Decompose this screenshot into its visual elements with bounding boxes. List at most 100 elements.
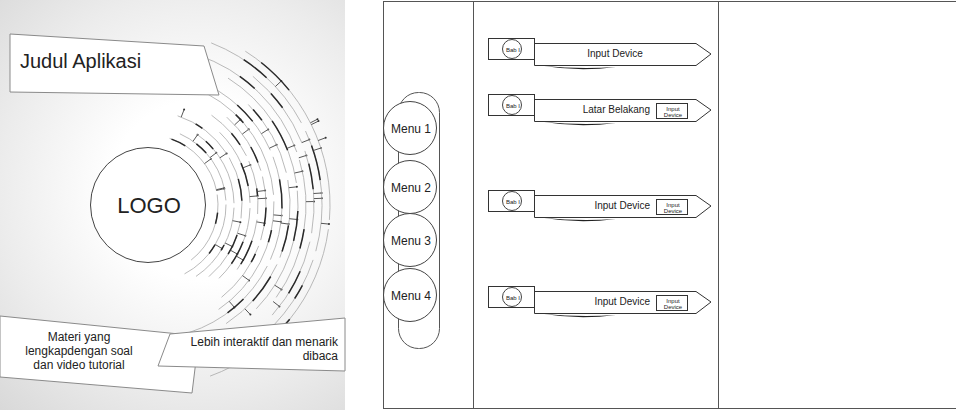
node-label: Bab I: [506, 103, 520, 110]
circuit-trace: [172, 139, 186, 146]
circuit-arc: [280, 180, 290, 258]
banner-tab: [489, 287, 535, 308]
sub-topic-tag: Input Device: [656, 103, 688, 119]
text-holder: Input Device: [657, 104, 689, 120]
banner-shadow: [544, 314, 616, 317]
circuit-trace: [312, 146, 321, 181]
circuit-arc: [306, 131, 323, 251]
text-holder: Input Device: [657, 200, 689, 216]
sidebar-divider: [473, 2, 474, 409]
text-holder: Lebih interaktif dan menarik dibaca: [188, 334, 338, 364]
circuit-arc: [256, 191, 298, 309]
circuit-link: [236, 256, 243, 260]
banner-arrow: [535, 44, 712, 66]
circuit-arc: [197, 55, 297, 152]
circuit-arc: [211, 43, 301, 123]
circuit-dot: [296, 186, 298, 188]
banner-tab: [489, 39, 535, 60]
circuit-dot: [249, 314, 251, 316]
node-label: Menu 3: [391, 234, 431, 248]
circuit-trace: [309, 164, 313, 190]
menu-button: Menu 4: [383, 268, 437, 322]
circuit-link: [216, 188, 224, 190]
banner-tab: [489, 191, 535, 212]
banner-arrow: [535, 100, 712, 122]
text-holder: Input Device: [657, 296, 689, 312]
feature-band: Lebih interaktif dan menarik dibaca: [158, 318, 345, 372]
circuit-link: [314, 198, 322, 199]
circuit-dot: [317, 118, 319, 120]
circuit-link: [257, 191, 265, 192]
circuit-trace: [237, 105, 253, 121]
circuit-link: [302, 140, 310, 143]
circuit-link: [299, 155, 307, 157]
node-label: Input Device: [657, 298, 689, 311]
circuit-link: [242, 129, 248, 134]
chapter-banner: Input DeviceBab IInput Device: [488, 286, 712, 314]
circuit-link: [314, 193, 322, 195]
chapter-badge: Bab I: [502, 191, 522, 211]
node-label: Bab I: [506, 47, 520, 54]
circuit-link: [258, 198, 266, 199]
circuit-link: [238, 233, 246, 235]
text-holder: Menu 3: [384, 214, 438, 268]
node-label: Input Device: [594, 296, 650, 308]
node-label: Lebih interaktif dan menarik dibaca: [188, 335, 338, 363]
text-holder: Input Device: [538, 195, 650, 217]
circuit-trace: [282, 225, 288, 251]
circuit-link: [261, 129, 268, 133]
chapter-badge: Bab I: [502, 39, 522, 59]
circuit-trace: [300, 229, 304, 248]
node-label: Menu 4: [391, 289, 431, 303]
node-label: Input Device: [587, 48, 643, 60]
circuit-link: [313, 148, 321, 151]
circuit-dot: [318, 120, 320, 122]
circuit-arc: [237, 220, 257, 270]
band-outline: [10, 34, 219, 95]
chapter-badge: Bab I: [502, 95, 522, 115]
banner-shadow: [544, 66, 616, 69]
circuit-arc: [226, 264, 277, 323]
circuit-trace: [289, 271, 301, 293]
node-label: Latar Belakang: [583, 104, 650, 116]
circuit-arc: [219, 208, 250, 278]
circuit-link: [273, 302, 279, 307]
circuit-trace: [209, 245, 215, 254]
circuit-link: [233, 221, 241, 223]
circuit-trace: [231, 133, 240, 145]
banner-arrow: [535, 292, 712, 314]
circuit-link: [181, 110, 184, 118]
banner-arrow: [535, 196, 712, 218]
node-label: Bab I: [506, 199, 520, 206]
circuit-link: [205, 159, 211, 164]
circuit-arc: [220, 132, 250, 203]
text-holder: Menu 2: [384, 161, 438, 215]
circuit-trace: [261, 63, 289, 91]
circuit-link: [306, 201, 314, 202]
circuit-link: [220, 153, 227, 157]
circuit-arc: [228, 78, 296, 183]
circuit-link: [295, 171, 303, 173]
circuit-trace: [206, 141, 213, 149]
banner-shadow: [544, 218, 616, 221]
circuit-trace: [264, 208, 266, 227]
circuit-arc: [249, 161, 258, 214]
circuit-link: [289, 186, 297, 188]
circuit-link: [321, 223, 329, 225]
node-label: Input Device: [657, 106, 689, 119]
circuit-trace: [196, 144, 206, 153]
circuit-arc: [253, 76, 302, 143]
text-holder: Input Device: [536, 43, 694, 65]
circuit-link: [229, 301, 234, 307]
text-holder: Judul Aplikasi: [20, 46, 195, 76]
circuit-link: [245, 309, 251, 315]
node-label: Menu 1: [391, 122, 431, 136]
circuit-link: [210, 153, 216, 158]
content-divider: [718, 2, 719, 409]
chapter-banner: Latar Belakang Bab I Input Device: [488, 94, 712, 122]
text-holder: Materi yang lengkapdengan soal dan video…: [14, 328, 144, 374]
text-holder: Bab I: [503, 96, 523, 116]
circuit-link: [257, 222, 265, 223]
sub-topic-tag: Input Device: [656, 295, 688, 311]
circuit-link: [243, 276, 250, 281]
